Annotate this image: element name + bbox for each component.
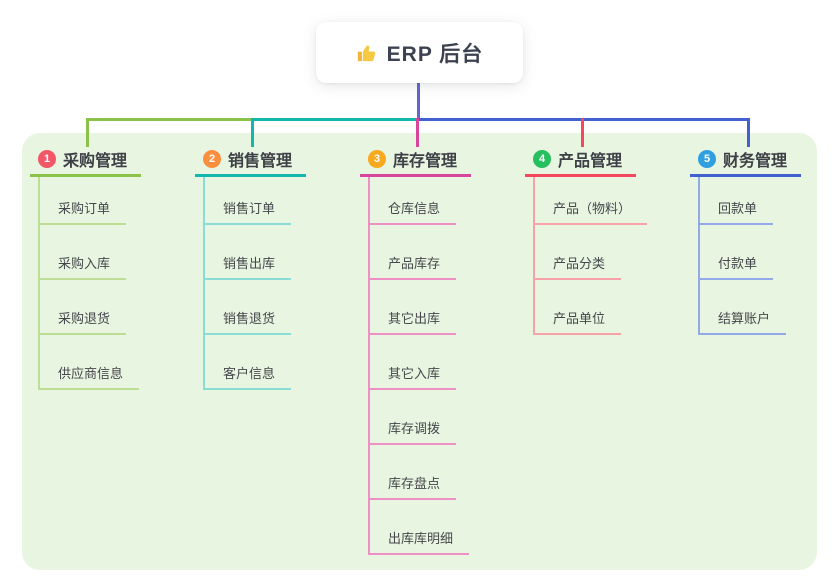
branch-topic-inventory[interactable]: 3 库存管理 [360,147,472,177]
child-topic[interactable]: 产品分类 [535,225,622,280]
branch-sales: 2 销售管理 销售订单 销售出库 销售退货 客户信息 [195,147,307,390]
branch-title: 采购管理 [63,152,128,170]
thumbs-up-icon [356,42,378,64]
branch-number-badge: 5 [698,149,716,168]
branch-children: 仓库信息 产品库存 其它出库 其它入库 库存调拨 库存盘点 出库库明细 [368,177,471,555]
connector-drop-inventory [416,118,419,147]
child-topic[interactable]: 产品单位 [535,280,622,335]
child-topic[interactable]: 付款单 [700,225,774,280]
root-node-label: ERP 后台 [386,42,484,66]
branch-title: 产品管理 [558,152,623,170]
branch-number-badge: 1 [38,149,56,168]
child-topic[interactable]: 其它出库 [370,280,457,335]
canvas-panel [22,133,817,570]
connector-drop-finance [747,118,750,147]
child-topic[interactable]: 库存调拨 [370,390,457,445]
branch-purchase: 1 采购管理 采购订单 采购入库 采购退货 供应商信息 [30,147,142,390]
child-topic[interactable]: 回款单 [700,177,774,225]
branch-children: 回款单 付款单 结算账户 [698,177,801,335]
branch-children: 采购订单 采购入库 采购退货 供应商信息 [38,177,141,390]
root-connector-line [417,83,420,120]
branch-topic-product[interactable]: 4 产品管理 [525,147,637,177]
child-topic[interactable]: 采购入库 [40,225,127,280]
child-topic[interactable]: 库存盘点 [370,445,457,500]
connector-drop-sales [251,118,254,147]
child-topic[interactable]: 结算账户 [700,280,787,335]
branch-children: 销售订单 销售出库 销售退货 客户信息 [203,177,306,390]
child-topic[interactable]: 出库库明细 [370,500,470,555]
child-topic[interactable]: 客户信息 [205,335,292,390]
branch-topic-purchase[interactable]: 1 采购管理 [30,147,142,177]
branch-topic-sales[interactable]: 2 销售管理 [195,147,307,177]
root-node[interactable]: ERP 后台 [316,22,523,83]
child-topic[interactable]: 销售出库 [205,225,292,280]
child-topic[interactable]: 采购订单 [40,177,127,225]
branch-finance: 5 财务管理 回款单 付款单 结算账户 [690,147,802,335]
connector-horizontal-teal [252,118,419,121]
child-topic[interactable]: 采购退货 [40,280,127,335]
child-topic[interactable]: 仓库信息 [370,177,457,225]
connector-horizontal-green [87,118,253,121]
branch-title: 销售管理 [228,152,293,170]
branch-inventory: 3 库存管理 仓库信息 产品库存 其它出库 其它入库 库存调拨 库存盘点 出库库… [360,147,472,555]
branch-topic-finance[interactable]: 5 财务管理 [690,147,802,177]
branch-number-badge: 3 [368,149,386,168]
branch-number-badge: 2 [203,149,221,168]
connector-drop-product [581,118,584,147]
child-topic[interactable]: 销售退货 [205,280,292,335]
connector-drop-purchase [86,118,89,147]
child-topic[interactable]: 产品库存 [370,225,457,280]
branch-product: 4 产品管理 产品（物料） 产品分类 产品单位 [525,147,648,335]
child-topic[interactable]: 产品（物料） [535,177,648,225]
branch-number-badge: 4 [533,149,551,168]
branch-title: 库存管理 [393,152,458,170]
child-topic[interactable]: 供应商信息 [40,335,140,390]
branch-children: 产品（物料） 产品分类 产品单位 [533,177,648,335]
branch-title: 财务管理 [723,152,788,170]
child-topic[interactable]: 销售订单 [205,177,292,225]
child-topic[interactable]: 其它入库 [370,335,457,390]
connector-horizontal-blue [418,118,750,121]
